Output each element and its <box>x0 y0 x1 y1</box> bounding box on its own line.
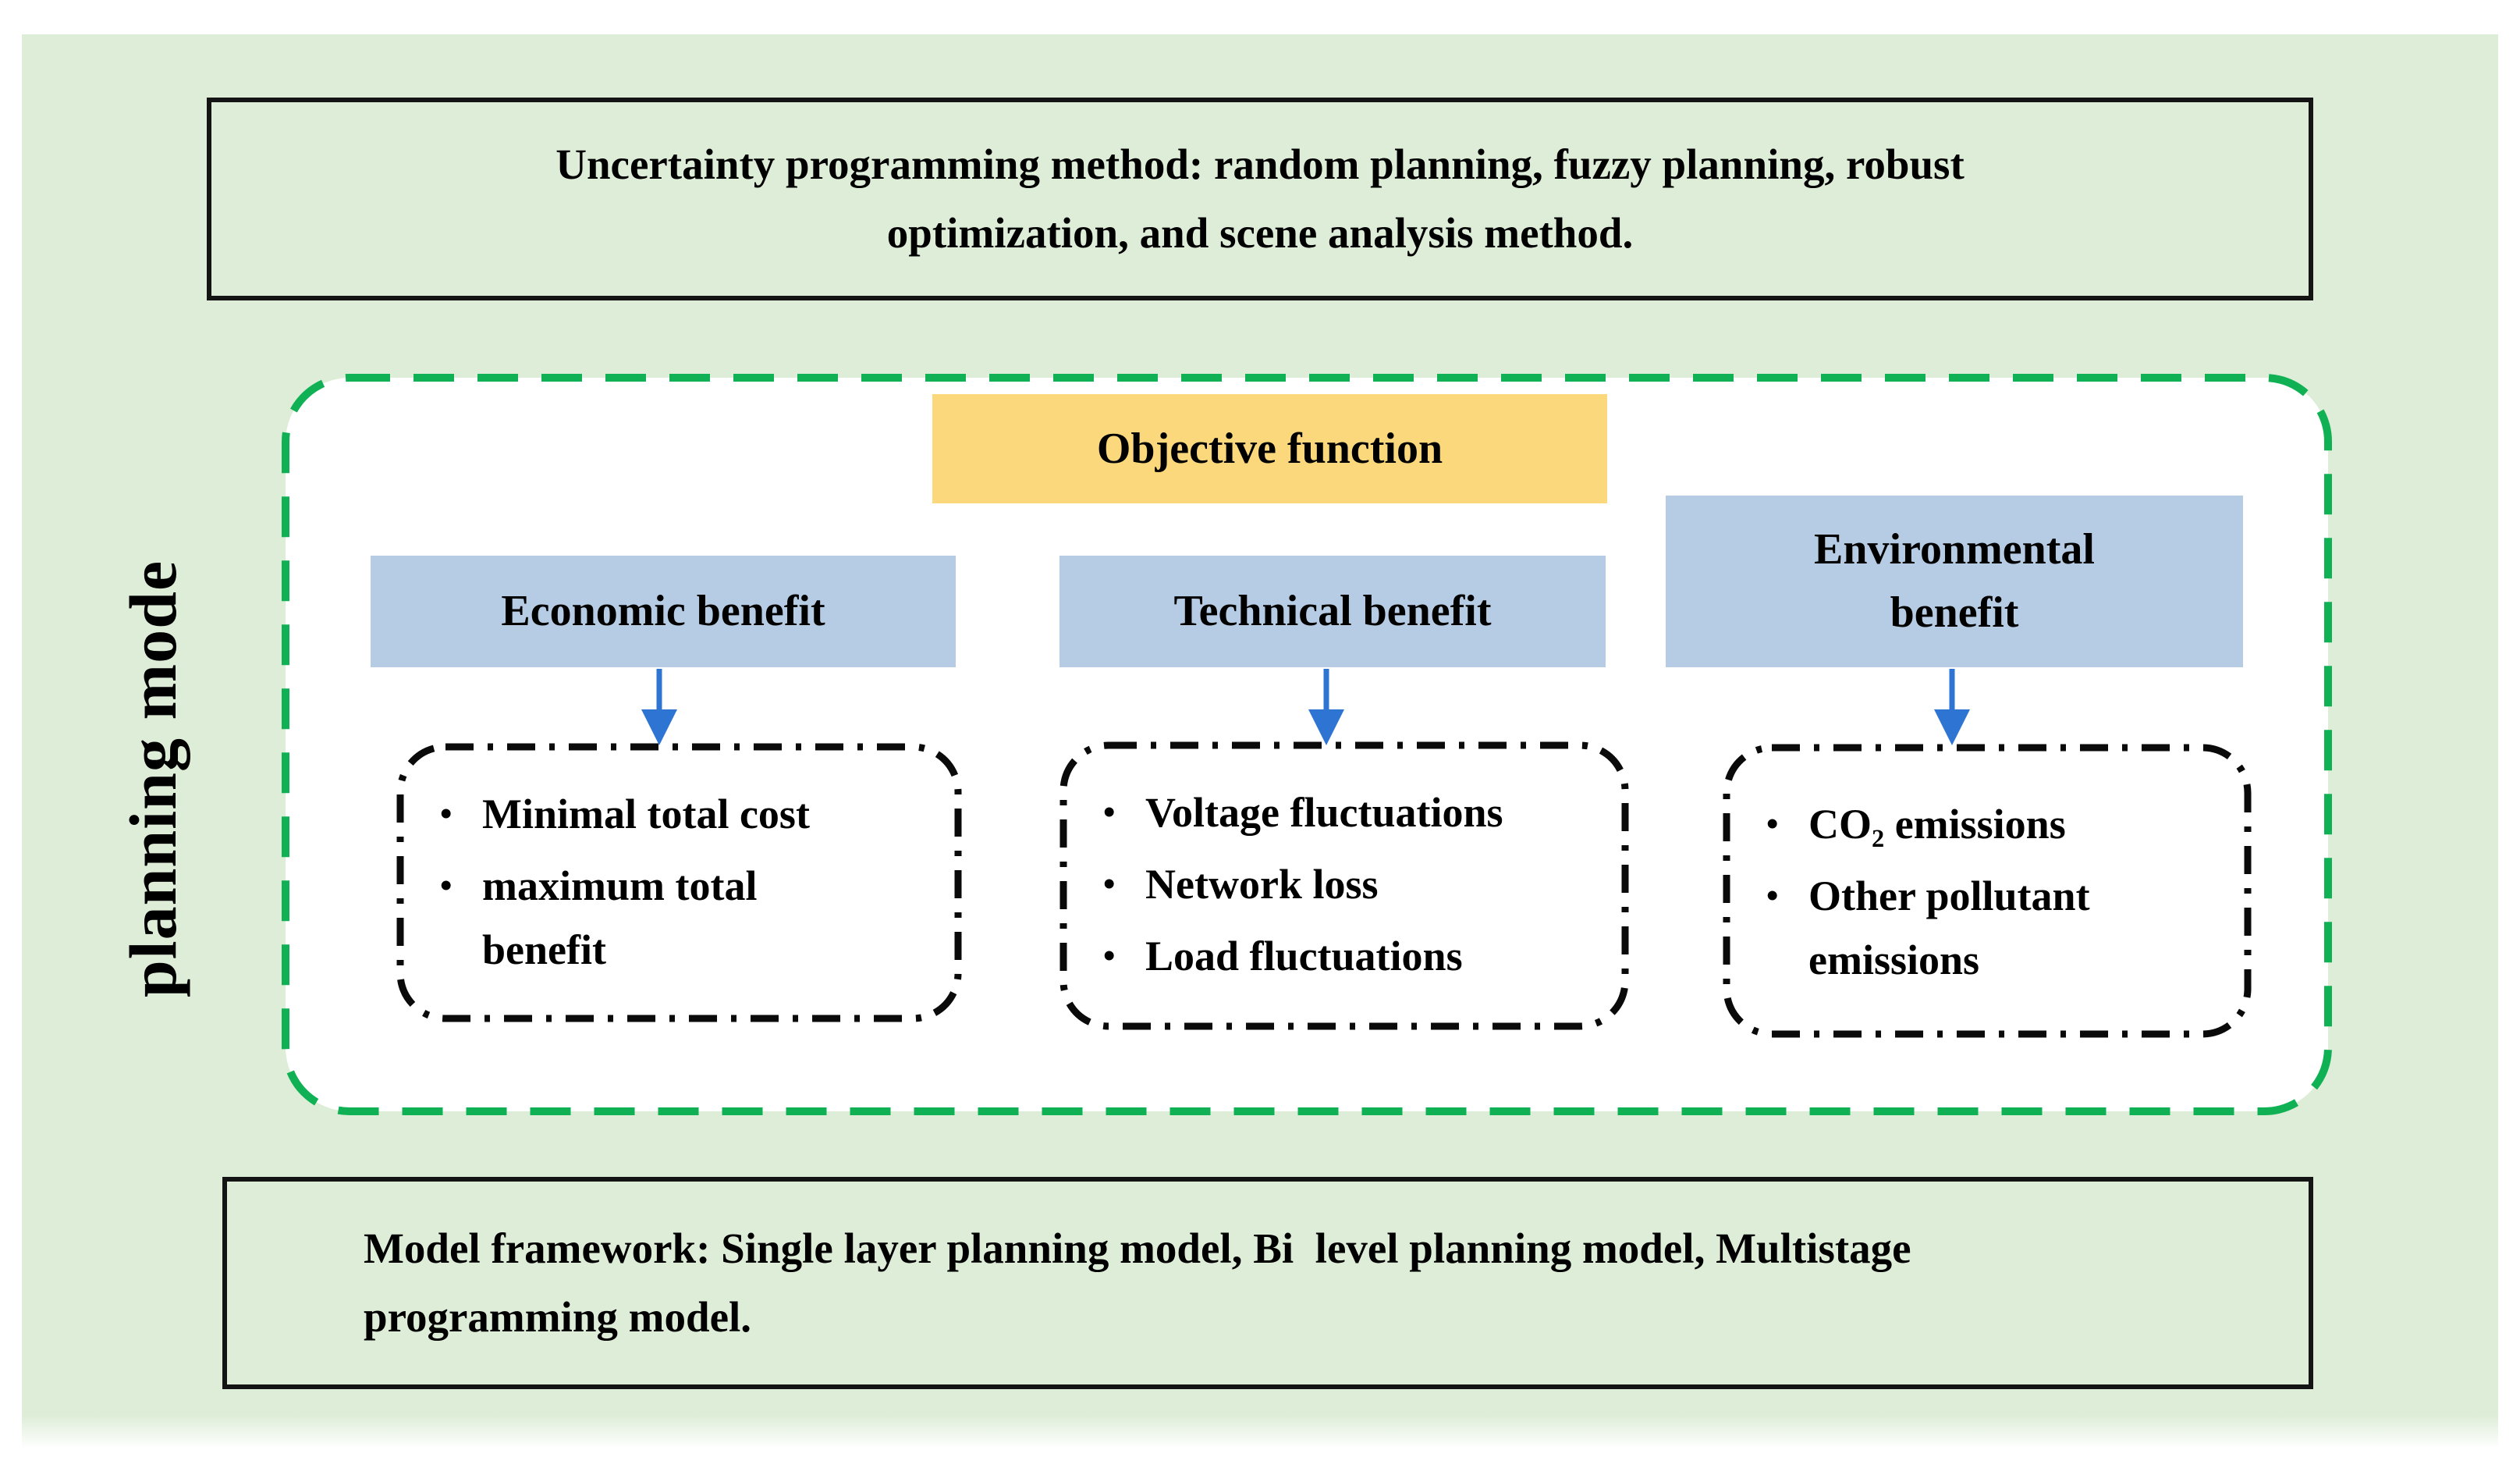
bullet-item: • Minimal total cost <box>440 782 949 846</box>
objective-function-label: Objective function <box>1096 425 1443 473</box>
down-arrow-icon <box>637 669 681 747</box>
dash-dot-border <box>1059 741 1629 1030</box>
dash-dot-border <box>396 743 962 1022</box>
bullet-dot-icon: • <box>1766 876 1779 915</box>
bullet-item-text: CO₂ emissions <box>1808 801 2066 848</box>
technical-objectives-box: • Voltage fluctuations • Network loss • Load … <box>1059 741 1629 1030</box>
bullet-item: • CO₂ emissions <box>1766 792 2239 856</box>
model-framework-text: Model framework: Single layer planning m… <box>364 1224 1911 1341</box>
model-framework-box: Model framework: Single layer planning m… <box>222 1177 2313 1389</box>
technical-benefit-label: Technical benefit <box>1173 586 1492 635</box>
bullet-dot-icon: • <box>1766 805 1779 843</box>
uncertainty-method-box: Uncertainty programming method: random p… <box>207 98 2313 300</box>
bullet-item-text: Voltage fluctuations <box>1145 789 1503 836</box>
bullet-dot-icon: • <box>1103 793 1116 831</box>
bullet-item-text: Network loss <box>1145 861 1379 908</box>
bullet-item-text: Minimal total cost <box>482 791 810 837</box>
bullet-item: • Voltage fluctuations <box>1103 780 1617 844</box>
economic-benefit-box: Economic benefit <box>371 556 956 667</box>
technical-objectives-list: • Voltage fluctuations • Network loss • Load … <box>1059 741 1629 988</box>
dash-dot-border <box>1723 744 2252 1038</box>
bullet-dot-icon: • <box>440 866 453 905</box>
objective-function-box: Objective function <box>932 394 1607 503</box>
down-arrow-icon <box>1930 669 1974 747</box>
bullet-dot-icon: • <box>440 794 453 833</box>
technical-benefit-box: Technical benefit <box>1059 556 1606 667</box>
bullet-item: • Network loss <box>1103 852 1617 916</box>
bullet-item-text: Load fluctuations <box>1145 933 1463 979</box>
bullet-dot-icon: • <box>1103 937 1116 975</box>
bullet-item: • Load fluctuations <box>1103 924 1617 988</box>
bullet-dot-icon: • <box>1103 865 1116 903</box>
down-arrow-icon <box>1304 669 1348 747</box>
uncertainty-method-text: Uncertainty programming method: random p… <box>555 140 1965 257</box>
economic-benefit-label: Economic benefit <box>501 586 825 635</box>
side-label: planning mode <box>115 560 190 998</box>
